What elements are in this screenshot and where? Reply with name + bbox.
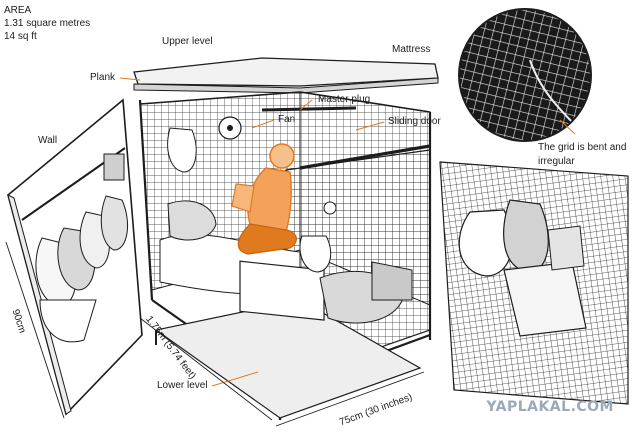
grid-closeup-panel xyxy=(439,161,629,405)
lower-level-label: Lower level xyxy=(157,380,208,391)
plank-label: Plank xyxy=(90,72,116,83)
mesh-closeup-circle xyxy=(458,8,592,142)
wall-hanging-bags xyxy=(35,153,128,343)
resident-figure xyxy=(231,143,297,255)
area-imperial: 14 sq ft xyxy=(4,31,37,42)
wall-panel xyxy=(7,98,143,416)
mattress-label: Mattress xyxy=(392,44,431,55)
area-info: AREA 1.31 square metres 14 sq ft xyxy=(4,4,90,43)
grid-note-line1: The grid is bent and xyxy=(538,142,627,153)
leader-lines xyxy=(119,77,576,387)
watermark: YAPLAKAL.COM xyxy=(486,399,614,415)
area-metric: 1.31 square metres xyxy=(4,18,91,29)
sliding-door-label: Sliding door xyxy=(388,116,441,127)
master-plug-label: Master plug xyxy=(318,94,371,105)
wall-label: Wall xyxy=(38,135,58,146)
dimension-lines xyxy=(5,241,425,427)
area-heading: AREA xyxy=(4,5,32,16)
upper-level-label: Upper level xyxy=(162,36,213,47)
grid-note-line2: irregular xyxy=(538,156,575,167)
fan-label: Fan xyxy=(278,114,296,125)
plank-shape xyxy=(133,77,439,94)
cage xyxy=(133,57,439,421)
